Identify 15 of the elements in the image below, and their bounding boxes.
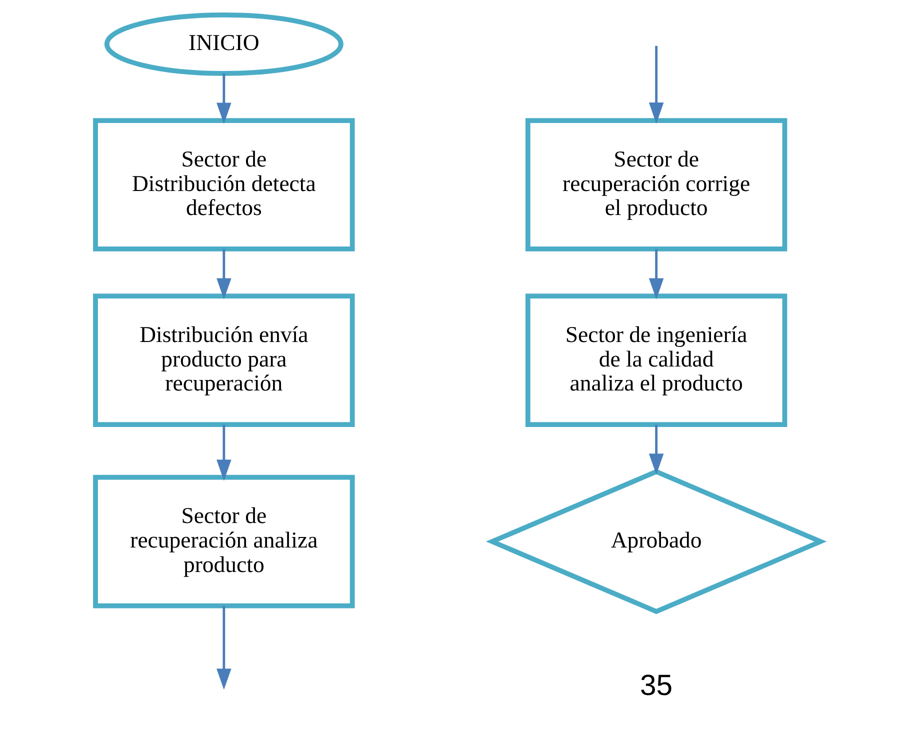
arrow — [648, 424, 664, 475]
node-box: Sector de ingeniería de la calidad analiza el producto — [525, 294, 788, 427]
arrow — [216, 606, 232, 690]
node-box: Sector de recuperación analiza producto — [93, 474, 355, 608]
node-diamond: Aprobado — [486, 469, 827, 614]
node-ellipse: INICIO — [104, 12, 344, 76]
arrow — [216, 249, 232, 300]
node-box: Distribución envía producto para recuperación — [93, 294, 355, 427]
arrow — [216, 424, 232, 481]
node-box: Sector de recuperación corrige el producto — [525, 118, 788, 252]
arrow — [648, 249, 664, 300]
label: 35 — [640, 670, 673, 702]
arrow — [648, 46, 664, 124]
arrow — [216, 74, 232, 124]
node-box: Sector de Distribución detecta defectos — [93, 118, 355, 252]
